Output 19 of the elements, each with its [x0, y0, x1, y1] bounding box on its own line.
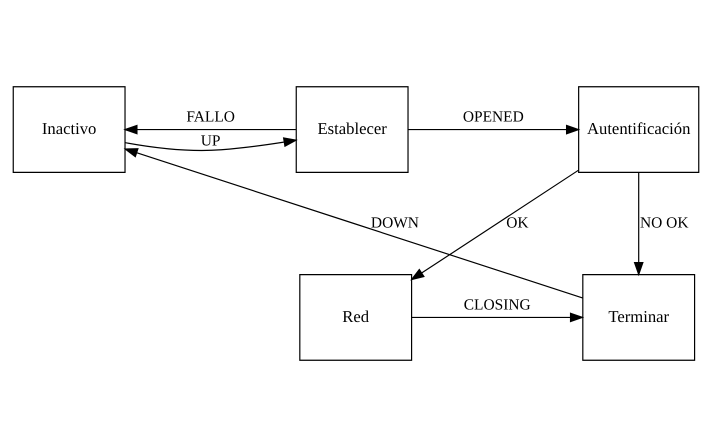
arrow: [125, 137, 298, 152]
arrow: [123, 124, 296, 135]
node-box: Inactivo: [12, 86, 126, 173]
arrow: [124, 148, 583, 299]
edge-label: DOWN: [370, 214, 419, 232]
arrow: [410, 170, 579, 281]
edge-label: NO OK: [640, 214, 688, 232]
edge-label: UP: [200, 132, 221, 150]
arrow: [412, 312, 584, 322]
edge-label: CLOSING: [464, 296, 531, 314]
arrow: [634, 172, 644, 276]
arrow: [408, 124, 580, 135]
edge-label: FALLO: [186, 108, 235, 126]
edge-label: OPENED: [462, 108, 524, 126]
node-box: Establecer: [296, 86, 409, 173]
node-box: Terminar: [582, 274, 696, 361]
node-box: Red: [299, 274, 412, 361]
edge-label: OK: [506, 214, 529, 232]
node-box: Autentificación: [578, 86, 700, 173]
